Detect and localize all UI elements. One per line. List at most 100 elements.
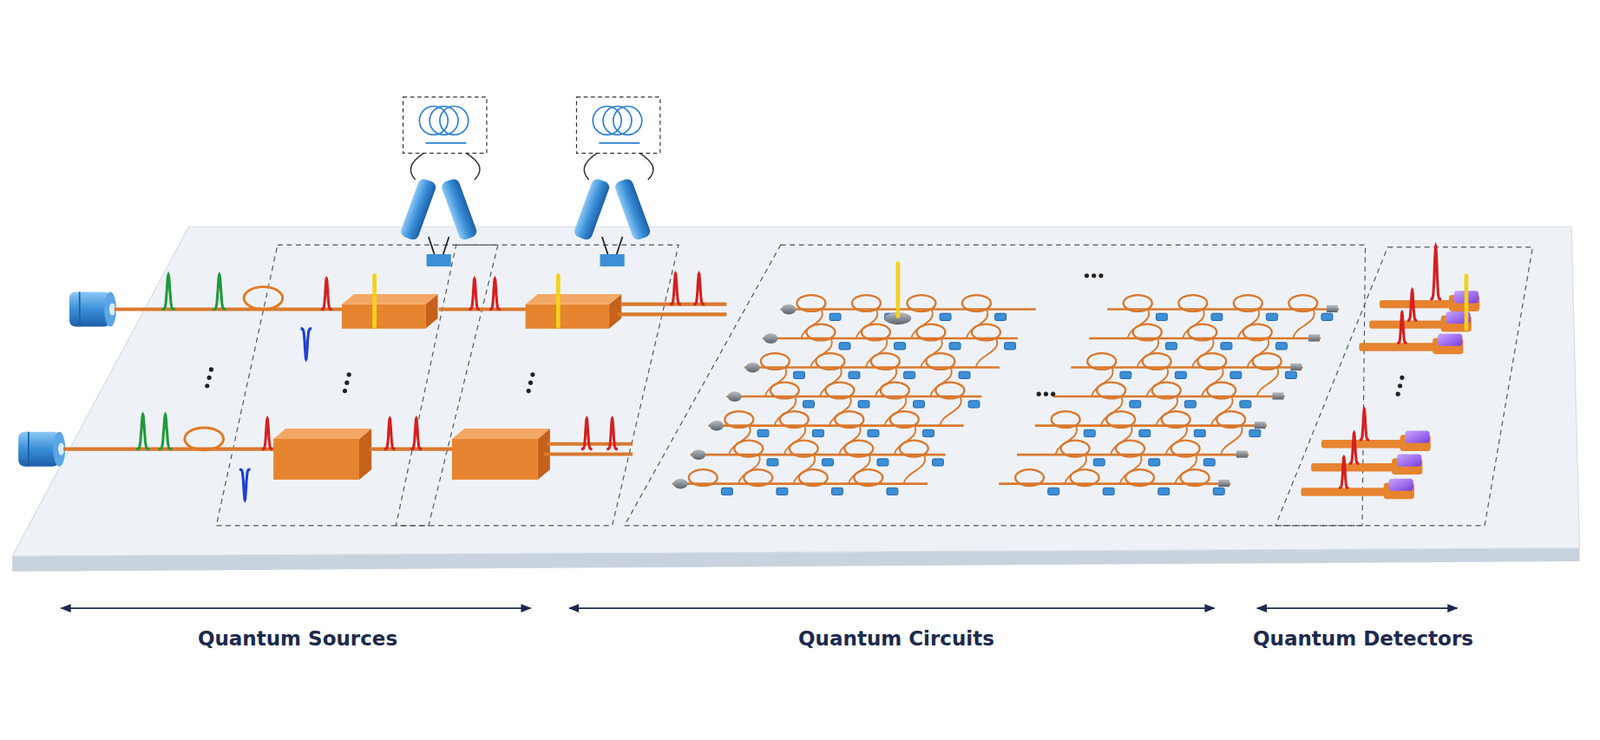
phase-shifter <box>793 371 806 379</box>
mzi-loop <box>1123 295 1153 312</box>
grating-coupler <box>426 254 452 267</box>
mzi-loop <box>1180 469 1210 486</box>
phase-shifter <box>913 400 925 408</box>
coupler-body <box>399 177 438 243</box>
mzi-loop <box>844 440 873 458</box>
pulse <box>581 418 593 449</box>
mzi-loop <box>770 382 800 400</box>
pulse <box>489 278 501 309</box>
ellipsis-dot <box>1396 392 1401 397</box>
mzi-loop <box>880 382 910 400</box>
fiber-loop <box>613 105 643 135</box>
phase-shifter <box>848 371 860 379</box>
coupler-crossing <box>1292 309 1315 340</box>
laser-groove <box>27 432 30 467</box>
section-label: Quantum Circuits <box>798 627 995 650</box>
mzi-loop <box>1133 324 1162 341</box>
mzi-loop <box>1206 382 1236 400</box>
input-port <box>727 391 741 402</box>
phase-shifter <box>1174 371 1187 379</box>
phase-shifter <box>877 459 889 466</box>
pulse <box>384 418 396 449</box>
waveguide <box>616 312 727 316</box>
detector-element <box>1437 334 1463 347</box>
mzi-loop <box>825 382 854 400</box>
input-port <box>709 420 724 432</box>
phase-shifter <box>1102 487 1115 495</box>
ring-resonator <box>184 427 224 451</box>
heater-probe <box>372 275 377 328</box>
ellipsis-dot <box>1043 392 1049 397</box>
mzi-loop <box>1106 411 1135 428</box>
phase-shifter <box>939 313 951 321</box>
laser-groove <box>78 292 81 328</box>
mzi-loop <box>861 324 891 341</box>
mzi-loop <box>796 295 826 312</box>
mzi-loop <box>1115 440 1145 458</box>
coupler-body <box>613 177 652 243</box>
mzi-loop <box>815 353 845 370</box>
pulse <box>410 418 422 449</box>
circuit-waveguide <box>1088 337 1321 341</box>
ellipsis-dot <box>1084 273 1089 278</box>
phase-shifter <box>839 342 851 350</box>
output-port <box>1254 421 1266 429</box>
phase-shifter <box>767 459 779 466</box>
phase-shifter <box>931 459 944 466</box>
phase-shifter <box>1093 459 1105 466</box>
output-port <box>1290 363 1302 371</box>
phase-shifter <box>886 487 899 495</box>
mzi-loop <box>1243 324 1273 341</box>
phase-shifter <box>1230 371 1242 379</box>
pulse <box>1359 409 1370 440</box>
mzi-loop <box>1178 295 1207 312</box>
ellipsis-dot <box>342 388 348 394</box>
region-outline <box>216 244 499 525</box>
phase-shifter <box>968 400 980 408</box>
phase-shifter <box>1004 342 1017 350</box>
pulse <box>1349 432 1359 464</box>
output-port <box>1308 334 1320 341</box>
chip-surface <box>12 226 1580 557</box>
span-arrow <box>569 607 1214 610</box>
mzi-loop <box>971 324 1001 341</box>
ellipsis-dot <box>1098 273 1103 278</box>
fiber-end <box>428 236 435 256</box>
block-top <box>341 294 439 305</box>
output-port <box>1272 392 1284 400</box>
mzi-loop <box>1152 382 1181 400</box>
fiber-lead <box>639 153 654 181</box>
section-label: Quantum Sources <box>197 627 398 650</box>
ellipsis-dot <box>344 380 349 386</box>
pulse <box>693 273 705 304</box>
pulse <box>262 418 274 449</box>
heater-probe <box>896 263 901 317</box>
region-outline <box>395 244 679 525</box>
output-port <box>1236 450 1248 458</box>
mzi-loop <box>760 353 790 370</box>
detector-element <box>1396 454 1422 467</box>
fiber-lead <box>465 153 480 181</box>
phase-shifter <box>1249 429 1261 437</box>
mzi-loop <box>1187 324 1217 341</box>
block-top <box>452 428 551 440</box>
fiber-lead <box>425 142 466 145</box>
waveguide <box>439 307 532 311</box>
ellipsis-dot <box>206 375 211 381</box>
phase-shifter <box>1203 459 1215 466</box>
block-front <box>452 439 538 480</box>
mzi-loop <box>1252 353 1282 370</box>
heater-probe <box>1464 275 1469 329</box>
phase-shifter <box>1139 429 1151 437</box>
block-front <box>273 439 360 480</box>
pulse <box>239 469 251 500</box>
ellipsis-dot <box>1050 392 1056 397</box>
block-front <box>525 304 610 329</box>
pulse <box>1429 246 1442 300</box>
heater-probe <box>556 275 561 328</box>
phase-shifter <box>949 342 961 350</box>
input-port <box>673 478 688 490</box>
block-top <box>273 428 372 440</box>
region-outline <box>1275 247 1533 526</box>
phase-shifter <box>958 371 971 379</box>
